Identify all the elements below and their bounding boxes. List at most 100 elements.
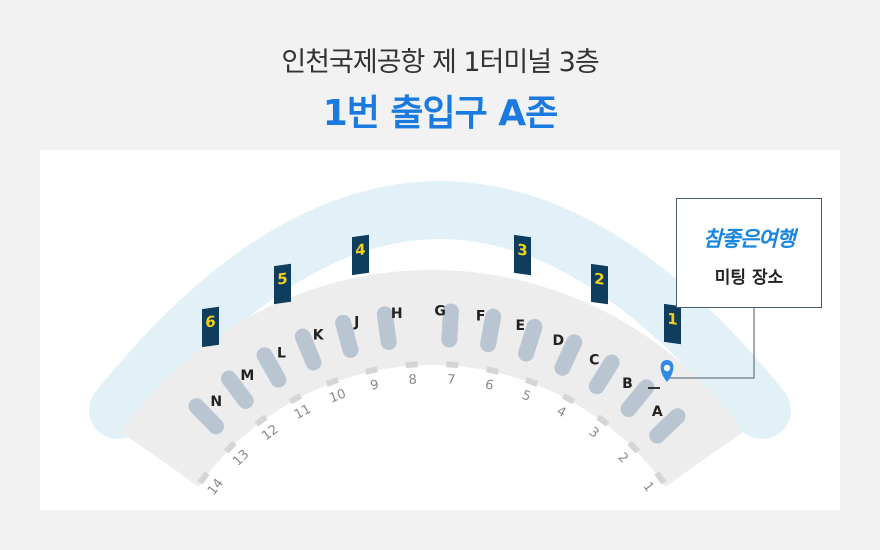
door-number: 10 bbox=[327, 387, 348, 407]
brand-logo-text: 참좋은여행 bbox=[703, 227, 796, 251]
counter-pill bbox=[294, 328, 322, 371]
location-pin-icon bbox=[660, 360, 674, 382]
gate-number: 6 bbox=[205, 312, 215, 331]
gate-flag: 3 bbox=[514, 234, 531, 276]
counter-label: B bbox=[622, 376, 633, 392]
counter-pill bbox=[554, 334, 583, 376]
check-in-counter bbox=[335, 314, 359, 358]
counter-label: D bbox=[553, 333, 565, 349]
door-mark bbox=[446, 361, 459, 369]
check-in-counter bbox=[480, 308, 502, 353]
check-in-counter bbox=[554, 334, 583, 376]
counter-pill bbox=[376, 306, 397, 351]
door-number: 12 bbox=[259, 422, 281, 444]
door-mark bbox=[197, 471, 210, 485]
counter-label: G bbox=[434, 304, 446, 320]
floor-area bbox=[120, 269, 744, 487]
check-in-counter bbox=[376, 306, 397, 351]
door-number: 4 bbox=[554, 404, 568, 421]
door-mark bbox=[486, 366, 500, 375]
door-mark bbox=[254, 414, 268, 427]
door-number: 7 bbox=[447, 372, 456, 388]
gate-flag-shape bbox=[591, 263, 608, 305]
counter-label: M bbox=[240, 368, 254, 384]
counter-label: E bbox=[515, 318, 525, 334]
counter-label: L bbox=[277, 345, 286, 361]
door-number: 6 bbox=[484, 377, 495, 393]
counter-label: H bbox=[391, 306, 403, 322]
door-mark bbox=[524, 377, 539, 387]
door-number: 11 bbox=[292, 402, 314, 423]
gate-number: 2 bbox=[594, 269, 604, 288]
check-in-counter bbox=[518, 318, 543, 362]
gate-number: 5 bbox=[277, 269, 287, 288]
terminal-floor-subtitle: 인천국제공항 제 1터미널 3층 bbox=[281, 47, 599, 78]
door-mark bbox=[223, 440, 237, 454]
gate-flag: 2 bbox=[591, 263, 608, 305]
door-mark bbox=[561, 393, 576, 405]
door-number: 13 bbox=[230, 447, 252, 469]
gate-flag-shape bbox=[514, 234, 531, 276]
meeting-underline bbox=[648, 387, 660, 389]
door-mark bbox=[654, 471, 667, 485]
counter-pill bbox=[441, 303, 459, 348]
counter-label: C bbox=[589, 352, 599, 368]
counter-label: A bbox=[652, 404, 663, 420]
gate-flag-shape bbox=[352, 234, 369, 276]
check-in-counter bbox=[649, 408, 686, 444]
check-in-counter bbox=[294, 328, 322, 371]
gate-number: 3 bbox=[517, 240, 527, 259]
meeting-point bbox=[648, 308, 755, 389]
door-number: 2 bbox=[615, 450, 631, 466]
check-in-floor bbox=[120, 269, 744, 487]
counter-label: J bbox=[353, 314, 359, 330]
counter-pill bbox=[518, 318, 543, 362]
gate-number: 4 bbox=[355, 240, 365, 259]
meeting-place-label: 미팅 장소 bbox=[714, 268, 784, 288]
gate-flag: 6 bbox=[202, 306, 219, 348]
door-number: 1 bbox=[640, 479, 657, 495]
counter-label: N bbox=[210, 394, 222, 410]
door-mark bbox=[288, 393, 303, 405]
gate-flags: 6 5 4 3 2 1 bbox=[202, 234, 681, 348]
counter-pill bbox=[220, 370, 254, 409]
door-mark bbox=[325, 377, 340, 387]
gate-flag-shape bbox=[664, 303, 681, 345]
door-number: 5 bbox=[520, 388, 533, 405]
door-number: 14 bbox=[205, 476, 227, 498]
check-in-counter bbox=[620, 379, 655, 417]
counter-label: K bbox=[313, 328, 325, 344]
door-number: 3 bbox=[586, 425, 602, 442]
gate-flag: 5 bbox=[274, 263, 291, 305]
door-mark bbox=[596, 414, 610, 427]
check-in-counter bbox=[188, 398, 224, 435]
door-number: 8 bbox=[408, 372, 417, 388]
gate-flag-shape bbox=[202, 306, 219, 348]
door-mark bbox=[405, 361, 418, 369]
counter-pill bbox=[649, 408, 686, 444]
gate-flag-shape bbox=[274, 263, 291, 305]
check-in-counter bbox=[220, 370, 254, 409]
pin-hole bbox=[663, 364, 671, 372]
counter-pill bbox=[480, 308, 502, 353]
check-in-counters: N M L K J H G F E D C B A bbox=[188, 303, 686, 444]
counter-pill bbox=[620, 379, 655, 417]
gate-number: 1 bbox=[667, 309, 677, 328]
counter-pill bbox=[588, 354, 620, 395]
meeting-place-callout: 참좋은여행 미팅 장소 bbox=[676, 198, 822, 308]
door-number: 9 bbox=[369, 377, 380, 393]
counter-label: F bbox=[476, 308, 486, 324]
entrance-zone-title: 1번 출입구 A존 bbox=[322, 93, 559, 134]
check-in-counter bbox=[441, 303, 459, 348]
gate-flag: 4 bbox=[352, 234, 369, 276]
door-mark bbox=[364, 366, 378, 375]
callout-leader-line bbox=[669, 308, 755, 379]
counter-pill bbox=[335, 314, 359, 358]
check-in-counter bbox=[588, 354, 620, 395]
door-mark bbox=[627, 440, 641, 454]
check-in-counter bbox=[256, 347, 287, 388]
counter-pill bbox=[188, 398, 224, 435]
gate-flag: 1 bbox=[664, 303, 681, 345]
counter-pill bbox=[256, 347, 287, 388]
